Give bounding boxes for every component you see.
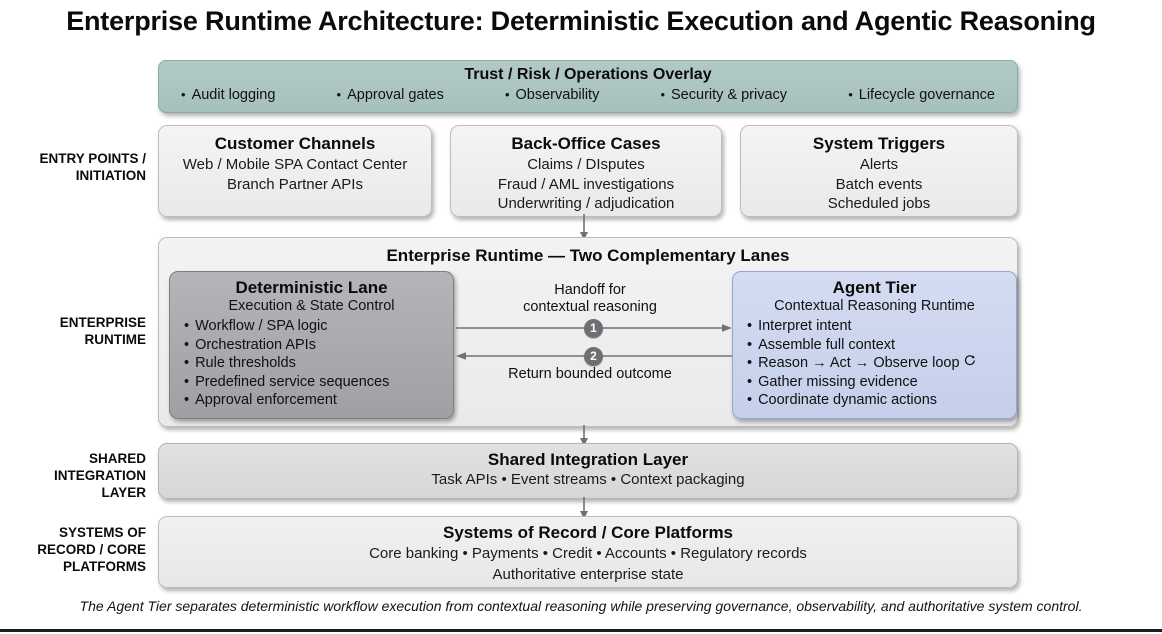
- list-item: Approval enforcement: [184, 391, 453, 410]
- deterministic-lane-heading: Deterministic Lane: [235, 278, 388, 297]
- row-label-shared-integration-layer: SHARED INTEGRATION LAYER: [54, 451, 146, 500]
- agent-tier-heading: Agent Tier: [832, 278, 917, 297]
- overlay-item-observability: Observability: [505, 87, 600, 103]
- systems-of-record-box: Systems of Record / Core Platforms Core …: [158, 516, 1018, 588]
- handoff-forward-label: Handoff for contextual reasoning: [523, 282, 657, 315]
- sor-body-line1: Core banking • Payments • Credit • Accou…: [369, 545, 807, 562]
- list-item: Reason → Act → Observe loop: [747, 354, 1016, 373]
- connector-runtime-to-shared-icon: [580, 425, 588, 446]
- overlay-item-audit-logging: Audit logging: [181, 87, 276, 103]
- entry-body: Claims / DIsputes Fraud / AML investigat…: [497, 156, 675, 212]
- agent-tier-subheading: Contextual Reasoning Runtime: [774, 298, 975, 314]
- overlay-item-security-privacy: Security & privacy: [660, 87, 787, 103]
- handoff-return-label: Return bounded outcome: [508, 366, 672, 382]
- row-label-enterprise-runtime: ENTERPRISE RUNTIME: [59, 315, 146, 347]
- enterprise-runtime-container: Enterprise Runtime — Two Complementary L…: [158, 237, 1018, 427]
- row-label-systems-of-record: SYSTEMS OF RECORD / CORE PLATFORMS: [37, 525, 146, 574]
- deterministic-lane-list: Workflow / SPA logic Orchestration APIs …: [170, 317, 453, 410]
- entry-body: Web / Mobile SPA Contact Center Branch P…: [182, 156, 408, 193]
- circular-loop-icon: [964, 355, 975, 366]
- overlay-heading: Trust / Risk / Operations Overlay: [464, 66, 712, 83]
- list-item: Coordinate dynamic actions: [747, 391, 1016, 410]
- agent-tier-list: Interpret intent Assemble full context R…: [733, 317, 1016, 410]
- entry-heading: Back-Office Cases: [511, 134, 661, 153]
- bottom-rule: [0, 629, 1162, 632]
- connector-shared-to-sor-icon: [580, 497, 588, 519]
- deterministic-lane-subheading: Execution & State Control: [228, 298, 395, 314]
- entry-heading: System Triggers: [812, 134, 946, 153]
- list-item: Interpret intent: [747, 317, 1016, 336]
- entry-box-back-office-cases: Back-Office Cases Claims / DIsputes Frau…: [450, 125, 722, 217]
- shared-layer-body: Task APIs • Event streams • Context pack…: [431, 471, 745, 488]
- list-item: Assemble full context: [747, 336, 1016, 355]
- entry-body: Alerts Batch events Scheduled jobs: [827, 156, 931, 212]
- trust-risk-operations-overlay: Trust / Risk / Operations Overlay Audit …: [158, 60, 1018, 113]
- page-title: Enterprise Runtime Architecture: Determi…: [66, 6, 1096, 36]
- overlay-item-approval-gates: Approval gates: [337, 87, 444, 103]
- row-label-entry-points: ENTRY POINTS / INITIATION: [39, 151, 146, 183]
- shared-integration-layer-box: Shared Integration Layer Task APIs • Eve…: [158, 443, 1018, 499]
- overlay-item-list: Audit logging Approval gates Observabili…: [159, 84, 1017, 103]
- entry-box-customer-channels: Customer Channels Web / Mobile SPA Conta…: [158, 125, 432, 217]
- sor-heading: Systems of Record / Core Platforms: [442, 523, 734, 542]
- list-item: Predefined service sequences: [184, 373, 453, 392]
- entry-heading: Customer Channels: [214, 134, 376, 153]
- list-item: Orchestration APIs: [184, 336, 453, 355]
- runtime-heading: Enterprise Runtime — Two Complementary L…: [386, 246, 790, 265]
- footer-caption: The Agent Tier separates deterministic w…: [79, 598, 1083, 614]
- agent-tier-box: Agent Tier Contextual Reasoning Runtime …: [732, 271, 1017, 419]
- deterministic-lane-box: Deterministic Lane Execution & State Con…: [169, 271, 454, 419]
- list-item: Gather missing evidence: [747, 373, 1016, 392]
- sor-body-line2: Authoritative enterprise state: [492, 566, 684, 583]
- list-item: Workflow / SPA logic: [184, 317, 453, 336]
- shared-layer-heading: Shared Integration Layer: [487, 450, 689, 469]
- entry-box-system-triggers: System Triggers Alerts Batch events Sche…: [740, 125, 1018, 217]
- handoff-step-badge-2: 2: [584, 347, 603, 366]
- list-item: Rule thresholds: [184, 354, 453, 373]
- handoff-step-badge-1: 1: [584, 319, 603, 338]
- connector-entry-to-runtime-icon: [580, 214, 588, 240]
- overlay-item-lifecycle-governance: Lifecycle governance: [848, 87, 995, 103]
